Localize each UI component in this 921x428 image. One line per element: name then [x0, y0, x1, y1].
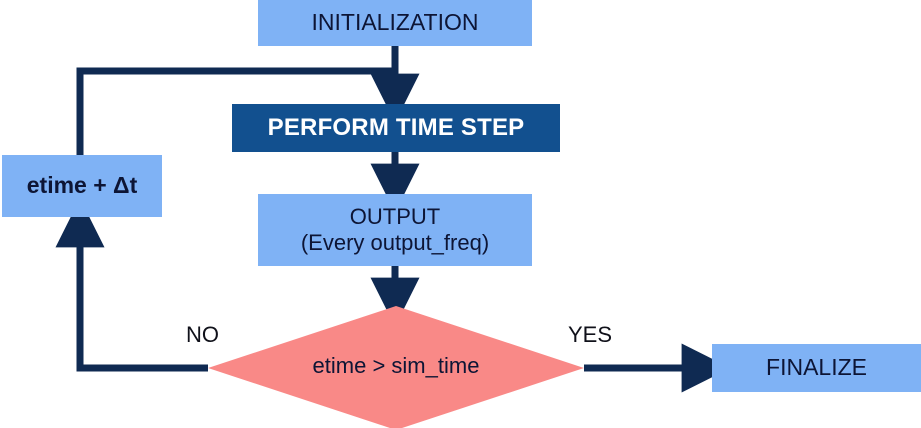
- node-etime-increment[interactable]: etime + Δt: [2, 155, 162, 217]
- edge-label-yes: YES: [568, 322, 613, 347]
- edge-decision-no-to-etime: [55, 198, 208, 372]
- node-initialization[interactable]: INITIALIZATION: [258, 0, 532, 46]
- node-output-line2: (Every output_freq): [300, 230, 490, 255]
- node-output[interactable]: OUTPUT (Every output_freq): [258, 194, 532, 266]
- decision-diamond-shape: [208, 306, 584, 428]
- edge-label-no: NO: [186, 322, 219, 347]
- node-output-line1: OUTPUT: [349, 204, 441, 230]
- node-finalize[interactable]: FINALIZE: [712, 344, 921, 392]
- decision-label: etime > sim_time: [312, 353, 480, 378]
- edge-etime-to-perform: [76, 67, 395, 155]
- node-perform-time-step[interactable]: PERFORM TIME STEP: [232, 104, 560, 152]
